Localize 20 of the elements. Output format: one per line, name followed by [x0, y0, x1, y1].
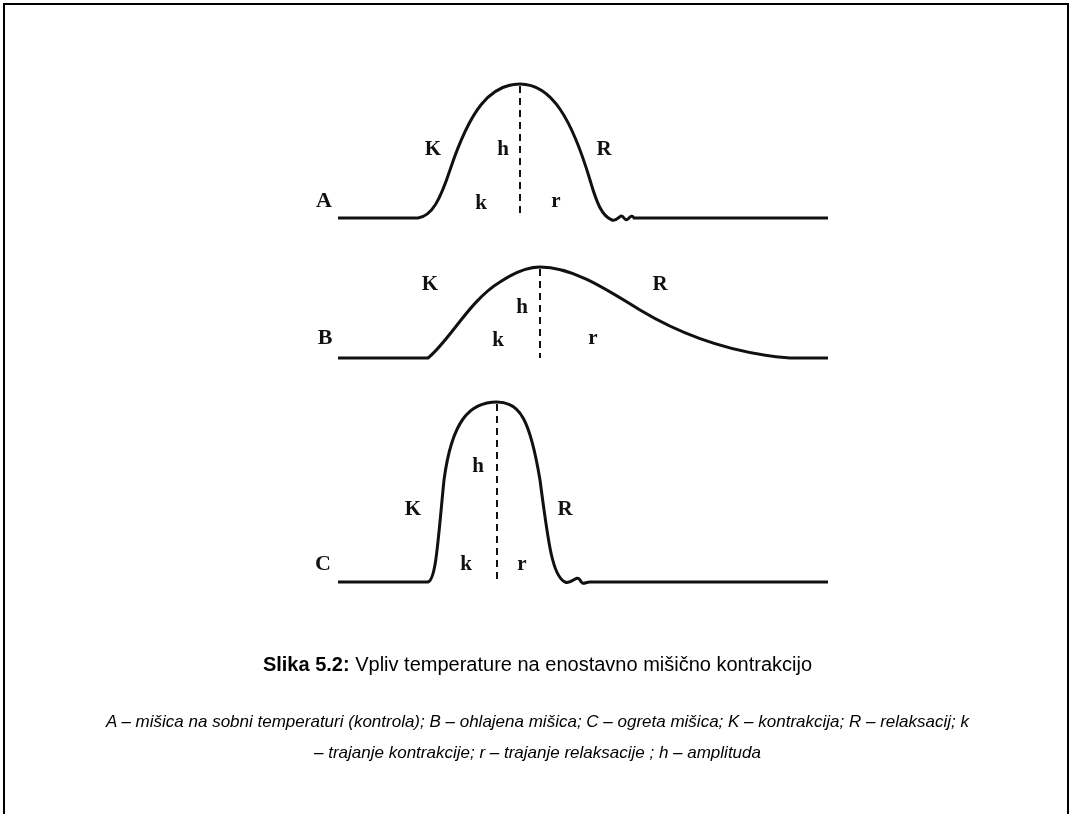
curve-label: r: [517, 552, 527, 574]
curve-label: A: [316, 189, 332, 211]
curve-label: B: [317, 326, 333, 348]
curve-label: k: [460, 552, 472, 574]
curve-label: r: [551, 189, 561, 211]
curve-label: C: [315, 552, 331, 574]
curve-label: r: [588, 326, 598, 348]
curve-label: k: [475, 191, 487, 213]
curve-label: h: [472, 454, 484, 476]
curve-label: h: [516, 295, 528, 317]
curve-label: K: [424, 137, 442, 159]
curve-label: h: [497, 137, 509, 159]
figure-caption: A – mišica na sobni temperaturi (kontrola); B – ohlajena mišica; C – ogreta mišica; K – kontrakcija; R – relaksacij; k – trajanje kontrakcije; r – trajanje relaksacije ; h – amplituda: [104, 711, 971, 764]
curve-label: R: [596, 137, 612, 159]
curve-label: R: [652, 272, 668, 294]
figure-title: Slika 5.2: Vpliv temperature na enostavno mišično kontrakcijo: [261, 653, 814, 676]
curve-label: k: [492, 328, 504, 350]
curve-label: K: [404, 497, 422, 519]
curve-label: K: [421, 272, 439, 294]
curve-label: R: [557, 497, 573, 519]
